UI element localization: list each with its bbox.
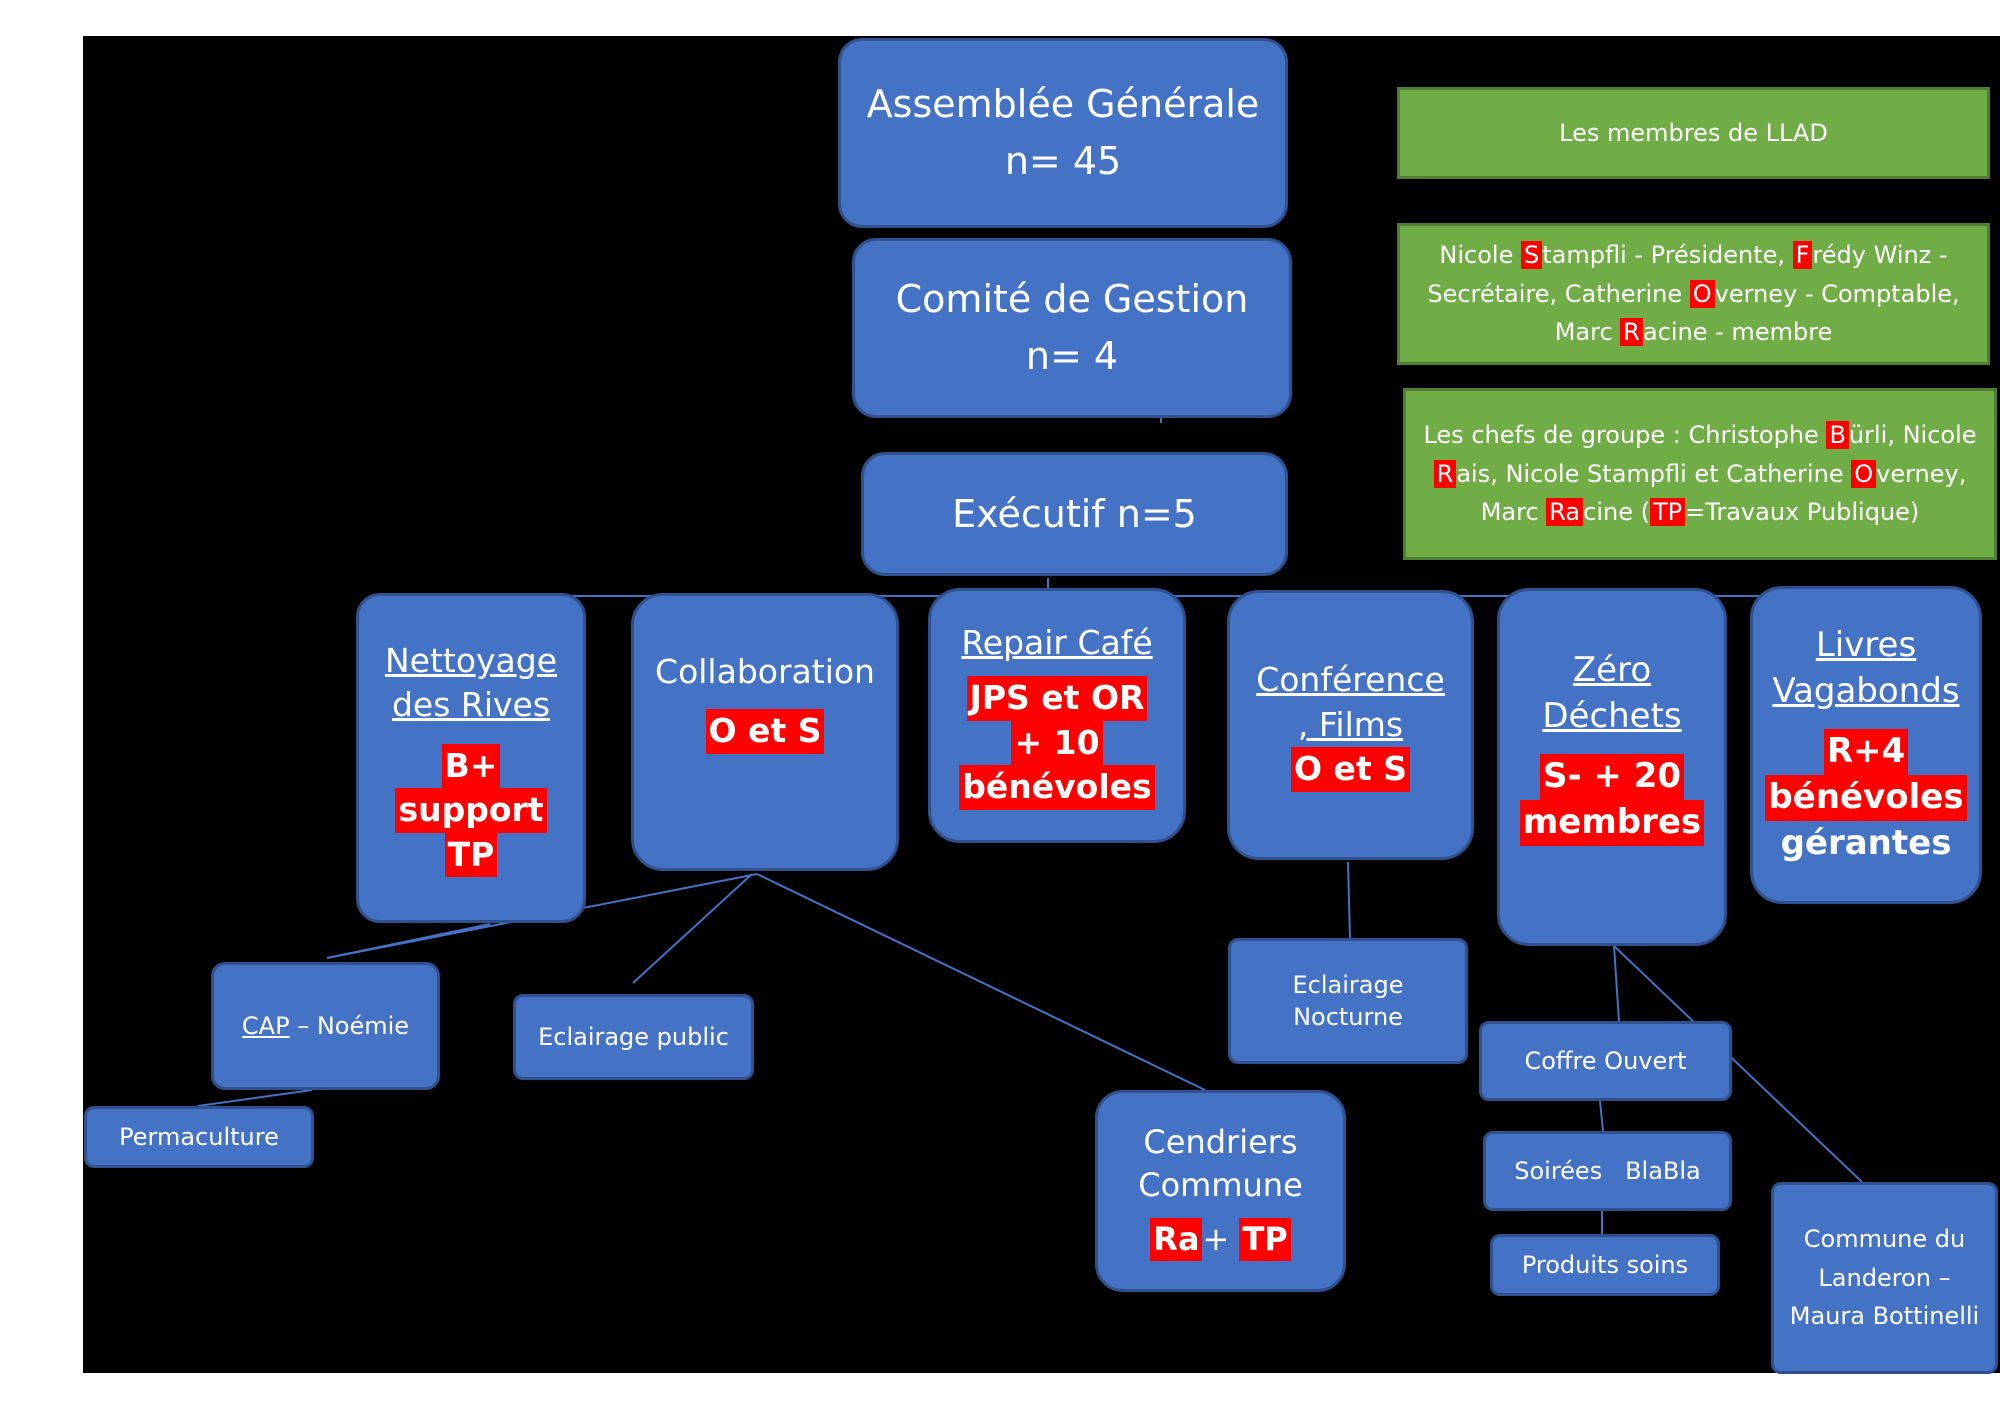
livres-tag-1: R+4 bbox=[1823, 729, 1909, 775]
conference-title-line1: Conférence bbox=[1256, 660, 1445, 700]
assemblee-generale-box: Assemblée Générale n= 45 bbox=[838, 38, 1288, 228]
permaculture-box: Permaculture bbox=[84, 1106, 314, 1168]
membres-title: Les membres de LLAD bbox=[1559, 118, 1828, 147]
produits-soins-box: Produits soins bbox=[1490, 1234, 1720, 1296]
produits-soins-label: Produits soins bbox=[1521, 1250, 1689, 1279]
comite-count: n= 4 bbox=[1025, 334, 1119, 378]
comite-title: Comité de Gestion bbox=[895, 277, 1249, 321]
assemblee-title: Assemblée Générale bbox=[866, 82, 1260, 126]
eclairage-public-box: Eclairage public bbox=[513, 994, 754, 1080]
group-nettoyage-rives: Nettoyage des Rives B+ support TP bbox=[356, 593, 586, 923]
repair-title: Repair Café bbox=[961, 623, 1153, 663]
group-conference-films: Conférence , Films O et S bbox=[1227, 590, 1474, 860]
livres-tag-2: bénévoles bbox=[1765, 774, 1967, 821]
collaboration-title: Collaboration bbox=[655, 652, 875, 692]
cendriers-line1: Cendriers bbox=[1143, 1123, 1298, 1162]
comite-gestion-box: Comité de Gestion n= 4 bbox=[852, 238, 1292, 418]
soirees-blabla-label: Soirées BlaBla bbox=[1514, 1156, 1701, 1185]
group-repair-cafe: Repair Café JPS et OR + 10 bénévoles bbox=[928, 588, 1186, 843]
nettoyage-tag-3: TP bbox=[444, 832, 498, 878]
nettoyage-tag-1: B+ bbox=[441, 743, 501, 789]
cap-noemie-box: CAP – Noémie bbox=[211, 962, 440, 1090]
zero-title-line1: Zéro bbox=[1572, 650, 1652, 691]
zero-tag-2: membres bbox=[1519, 799, 1705, 846]
repair-tag-2: + 10 bbox=[1011, 720, 1103, 766]
zero-title-line2: Déchets bbox=[1542, 696, 1682, 737]
coffre-ouvert-box: Coffre Ouvert bbox=[1479, 1021, 1732, 1101]
cendriers-line2: Commune bbox=[1138, 1166, 1303, 1205]
repair-tag-1: JPS et OR bbox=[966, 675, 1148, 721]
assemblee-count: n= 45 bbox=[1004, 139, 1122, 183]
soirees-blabla-box: Soirées BlaBla bbox=[1483, 1131, 1732, 1211]
cap-noemie-label: CAP – Noémie bbox=[241, 1011, 410, 1040]
coffre-ouvert-label: Coffre Ouvert bbox=[1524, 1046, 1687, 1075]
cendriers-commune-box: Cendriers Commune Ra+ TP bbox=[1095, 1090, 1346, 1292]
eclairage-nocturne-line2: Nocturne bbox=[1293, 1003, 1403, 1031]
repair-tag-3: bénévoles bbox=[959, 765, 1155, 810]
executif-box: Exécutif n=5 bbox=[861, 452, 1288, 576]
nettoyage-title-line1: Nettoyage bbox=[384, 640, 558, 680]
commune-landeron-label: Commune du Landeron – Maura Bottinelli bbox=[1789, 1225, 1980, 1331]
cendriers-tags: Ra+ TP bbox=[1150, 1217, 1291, 1261]
membres-title-box: Les membres de LLAD bbox=[1397, 87, 1990, 179]
livres-title-line2: Vagabonds bbox=[1772, 671, 1960, 712]
group-livres-vagabonds: Livres Vagabonds R+4 bénévoles gérantes bbox=[1750, 586, 1982, 904]
eclairage-nocturne-line1: Eclairage bbox=[1292, 970, 1404, 999]
conference-title-line2: , Films bbox=[1297, 704, 1404, 744]
conference-tag: O et S bbox=[1291, 747, 1410, 792]
livres-title-line1: Livres bbox=[1815, 625, 1917, 666]
group-zero-dechets: Zéro Déchets S- + 20 membres bbox=[1497, 588, 1727, 946]
nettoyage-title-line2: des Rives bbox=[391, 685, 551, 725]
commune-landeron-box: Commune du Landeron – Maura Bottinelli bbox=[1771, 1182, 1998, 1374]
nettoyage-tag-2: support bbox=[395, 788, 547, 833]
permaculture-label: Permaculture bbox=[119, 1122, 279, 1151]
executif-label: Exécutif n=5 bbox=[952, 491, 1197, 536]
group-collaboration: Collaboration O et S bbox=[631, 593, 899, 871]
collaboration-tag: O et S bbox=[705, 709, 825, 754]
eclairage-nocturne-box: Eclairage Nocturne bbox=[1228, 938, 1468, 1064]
zero-tag-1: S- + 20 bbox=[1539, 754, 1685, 800]
livres-tag-3: gérantes bbox=[1780, 822, 1952, 863]
eclairage-public-label: Eclairage public bbox=[538, 1022, 729, 1051]
